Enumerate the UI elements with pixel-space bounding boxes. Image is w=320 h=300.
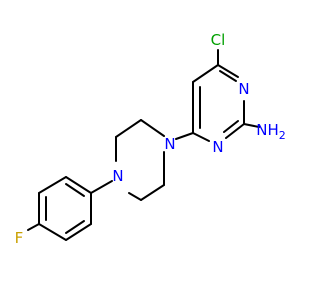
bond-n1-c6 [192, 132, 210, 142]
atom-labels: Cl N N NH2 N N F [15, 31, 286, 247]
bond-ph-5 [65, 223, 92, 241]
atom-n1: N [212, 138, 223, 156]
bond-pip-1 [140, 119, 165, 137]
bond-ph-2 [38, 176, 67, 194]
molecule-structure: Cl N N NH2 N N F [15, 31, 286, 247]
bond-pip-6 [128, 192, 142, 201]
bond-npip-phenyl [90, 180, 113, 194]
atom-n-pip-top: N [164, 135, 175, 153]
bond-c2-nh2 [243, 123, 260, 128]
bond-ph-1 [65, 176, 92, 194]
bond-c4-n3-double [219, 70, 237, 82]
bond-c2-n1 [225, 123, 245, 139]
atom-nh2: NH2 [256, 121, 286, 142]
bond-c4-c5 [192, 64, 219, 83]
bonds [27, 49, 260, 241]
atom-f: F [15, 229, 24, 247]
atom-cl: Cl [211, 31, 226, 49]
bond-pip-5 [140, 184, 165, 201]
bond-pip-2 [115, 119, 142, 138]
bond-c4-n3 [217, 64, 239, 78]
nh2-subscript: 2 [279, 129, 286, 142]
bond-c2-n1-double [223, 120, 239, 133]
bond-c6-npip [175, 132, 194, 140]
atom-n3: N [238, 80, 249, 98]
atom-n-pip-bottom: N [112, 167, 123, 185]
bond-ph-5-double [65, 220, 85, 234]
bond-ph-f [27, 223, 40, 231]
bond-ph-1-double [65, 183, 85, 197]
bond-ph-4 [38, 223, 67, 241]
nh2-main: NH [256, 121, 279, 139]
